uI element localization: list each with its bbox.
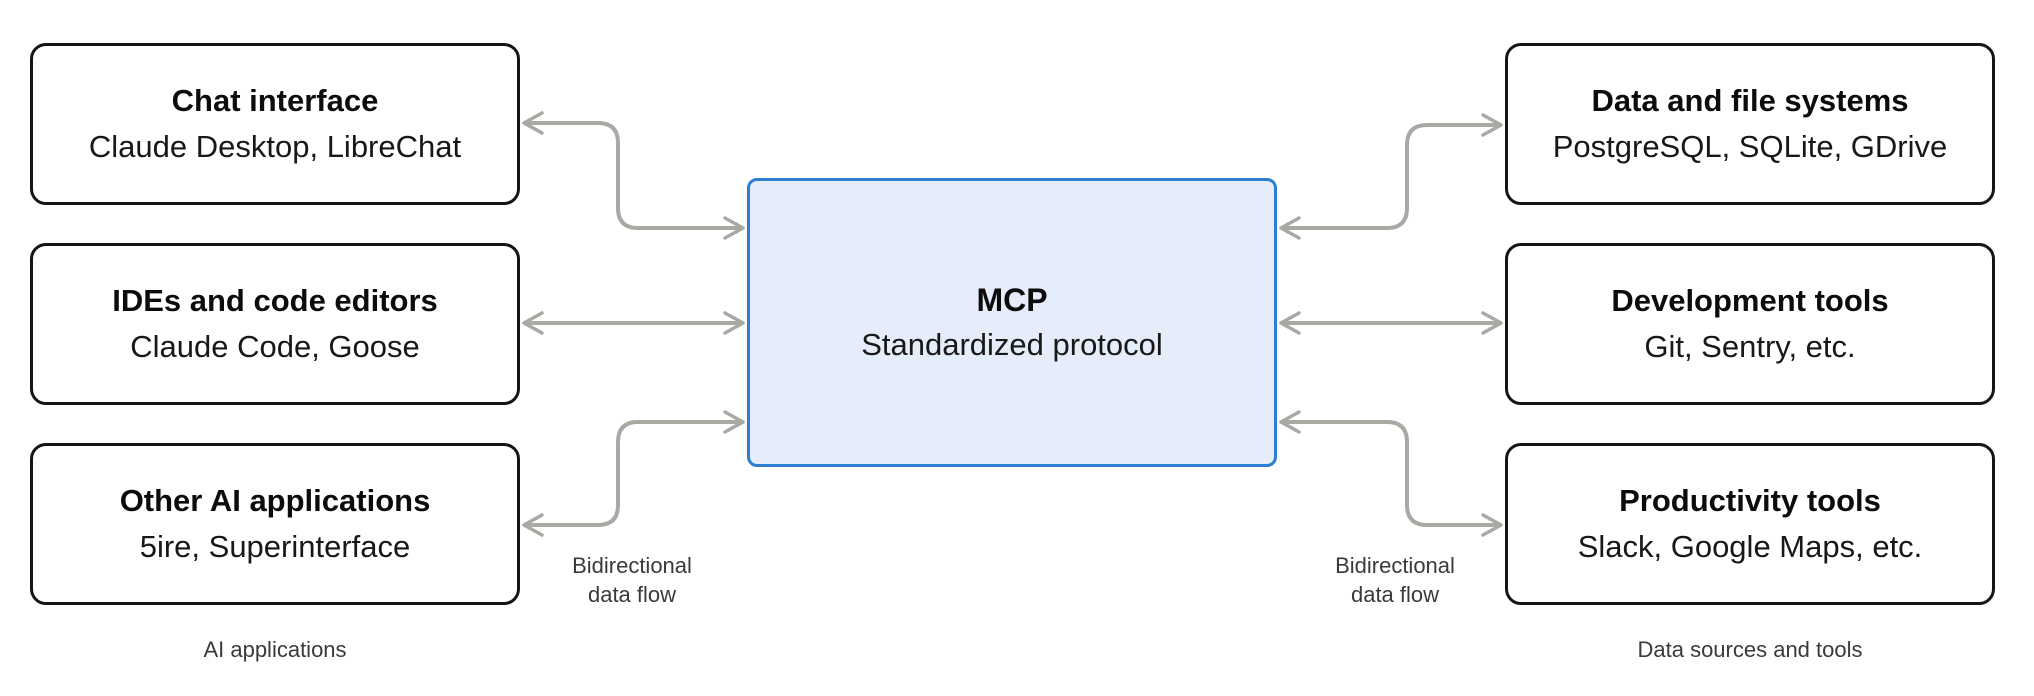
- box-subtitle: Claude Code, Goose: [130, 329, 420, 364]
- box-subtitle: Claude Desktop, LibreChat: [88, 129, 462, 164]
- box-subtitle: 5ire, Superinterface: [139, 529, 411, 564]
- group-label-data-sources-tools: Data sources and tools: [1637, 637, 1863, 662]
- mcp-title: MCP: [976, 281, 1048, 318]
- box-title: Data and file systems: [1591, 83, 1909, 119]
- box-title: Chat interface: [171, 83, 379, 119]
- box-title: Development tools: [1611, 283, 1889, 319]
- bidirectional-arrow-right-top: [1279, 113, 1503, 240]
- flow-label-line1: Bidirectional: [572, 553, 692, 578]
- mcp-subtitle: Standardized protocol: [861, 327, 1163, 363]
- flow-label-right: Bidirectional data flow: [1275, 551, 1515, 610]
- box-data-file-systems: Data and file systems PostgreSQL, SQLite…: [1505, 43, 1995, 205]
- box-development-tools: Development tools Git, Sentry, etc.: [1505, 243, 1995, 405]
- box-subtitle: PostgreSQL, SQLite, GDrive: [1552, 129, 1948, 164]
- flow-label-line2: data flow: [1350, 582, 1440, 608]
- box-mcp: MCP Standardized protocol: [747, 178, 1277, 467]
- box-other-ai-applications: Other AI applications 5ire, Superinterfa…: [30, 443, 520, 605]
- bidirectional-arrow-left-bottom: [522, 410, 745, 537]
- flow-label-line1: Bidirectional: [1335, 553, 1455, 578]
- box-title: Other AI applications: [119, 483, 431, 519]
- box-chat-interface: Chat interface Claude Desktop, LibreChat: [30, 43, 520, 205]
- flow-label-left: Bidirectional data flow: [512, 551, 752, 610]
- flow-label-line2: data flow: [587, 582, 677, 608]
- group-label-ai-applications: AI applications: [203, 637, 347, 662]
- box-subtitle: Git, Sentry, etc.: [1644, 329, 1856, 364]
- box-productivity-tools: Productivity tools Slack, Google Maps, e…: [1505, 443, 1995, 605]
- box-title: IDEs and code editors: [112, 283, 438, 319]
- box-title: Productivity tools: [1619, 483, 1881, 519]
- box-ides-code-editors: IDEs and code editors Claude Code, Goose: [30, 243, 520, 405]
- bidirectional-arrow-left-top: [522, 111, 745, 240]
- bidirectional-arrow-right-bottom: [1279, 410, 1503, 537]
- box-subtitle: Slack, Google Maps, etc.: [1577, 529, 1923, 564]
